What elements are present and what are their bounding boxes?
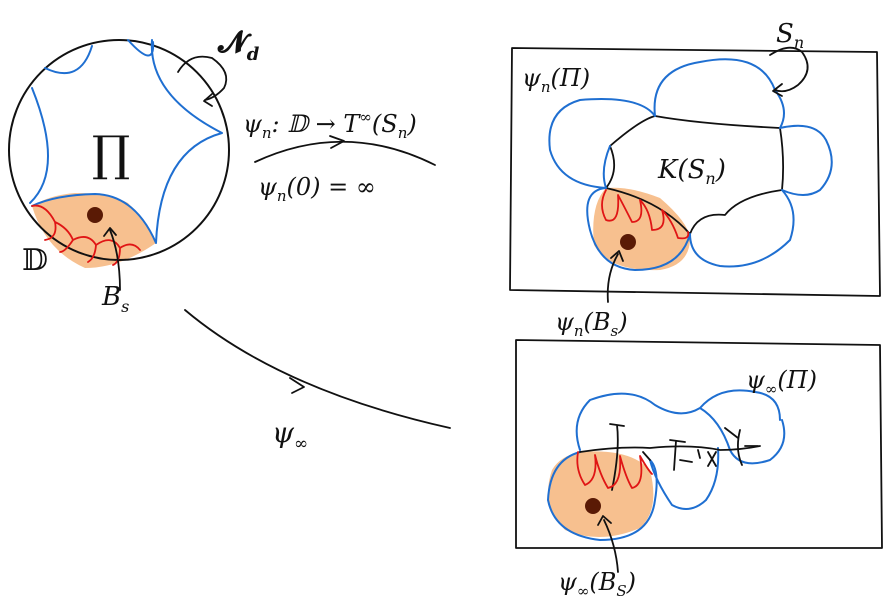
psi-inf-map-arrowhead [289,377,305,394]
bottom-right-orange-region [548,451,654,538]
pi-label: ∏ [92,126,130,182]
top-right-dot-arrowhead [610,250,624,262]
psi-inf-Pi-label: ψ∞(Π) [746,366,817,398]
unit-disk-figure [8,39,230,291]
disk-brown-dot [87,207,103,223]
disk-dot-arrow [109,229,121,291]
B-s-label: Bs [101,282,129,316]
psi-n-map-label: ψn: 𝔻 → T∞(Sn) [243,108,417,142]
psi-inf-label: ψ∞ [272,416,308,454]
disk-dot-arrowhead [103,227,117,237]
bottom-right-crosses [609,423,759,491]
top-right-brown-dot [620,234,636,250]
top-right-blue-lobes [548,58,833,271]
top-right-dot-arrow [606,253,619,303]
bottom-right-blue-lobes [547,389,786,541]
ideal-polygon-edges [29,39,223,244]
psi-inf-map-arrow [184,309,451,429]
N-d-label: 𝓝d [217,25,260,65]
top-right-red-petals [601,189,690,240]
N-d-arrowhead [203,93,213,107]
top-right-frame [509,47,881,297]
bottom-right-brown-dot [585,498,601,514]
K-Sn-label: K(Sn) [657,155,726,188]
disk-boundary-circle [8,39,230,261]
disk-label: 𝔻 [22,243,48,278]
psi-n-map-arrow [254,140,436,166]
top-right-box-figure [509,46,881,303]
psi-n-map-arrowhead [329,135,345,149]
Sn-arrowhead [772,83,783,97]
bottom-right-red-petals [576,451,653,489]
bottom-right-dot-arrowhead [597,515,612,526]
psi-n-Pi-label: ψn(Π) [522,64,590,96]
bottom-right-dot-arrow [603,519,619,573]
Sn-label: Sn [776,19,804,52]
bottom-right-black-curve [579,445,761,453]
red-petals-disk [31,204,141,266]
K-Sn-boundary [605,115,785,235]
Sn-loop-arrow [769,46,809,93]
psi-n-zero-label: ψn(0) = ∞ [258,173,376,205]
bottom-right-frame [515,339,883,549]
psi-n-Bs-label: ψn(Bs) [555,308,628,340]
disk-lower-orange-region [32,193,156,268]
bottom-right-box-figure [515,339,883,573]
psi-inf-BS-label: ψ∞(BS) [558,568,636,600]
N-d-loop-arrow [177,55,228,101]
